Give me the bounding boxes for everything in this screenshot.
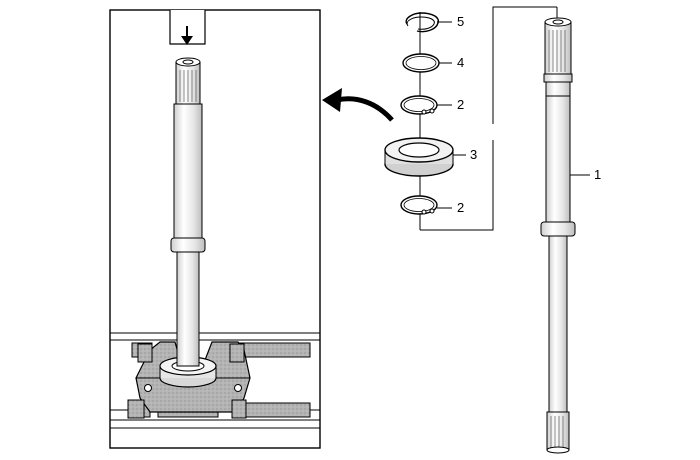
threaded-rod-upper xyxy=(131,342,311,358)
washer-part xyxy=(402,53,452,73)
retaining-ring-upper-part xyxy=(400,95,452,115)
callout-1: 1 xyxy=(594,167,601,182)
callout-5: 5 xyxy=(457,14,464,29)
callout-4: 4 xyxy=(457,55,464,70)
snap-ring-part xyxy=(405,12,452,33)
retaining-ring-lower-part xyxy=(400,195,452,215)
inset-shaft xyxy=(170,57,206,367)
shaft-part xyxy=(540,17,590,454)
callout-2-upper: 2 xyxy=(457,97,464,112)
down-arrow-icon xyxy=(181,26,193,45)
callout-2-lower: 2 xyxy=(457,200,464,215)
callout-3: 3 xyxy=(470,147,477,162)
curved-arrow-icon xyxy=(322,88,394,122)
exploded-axis xyxy=(419,6,558,231)
bearing-part xyxy=(384,137,466,177)
press-inset-panel xyxy=(109,9,321,449)
